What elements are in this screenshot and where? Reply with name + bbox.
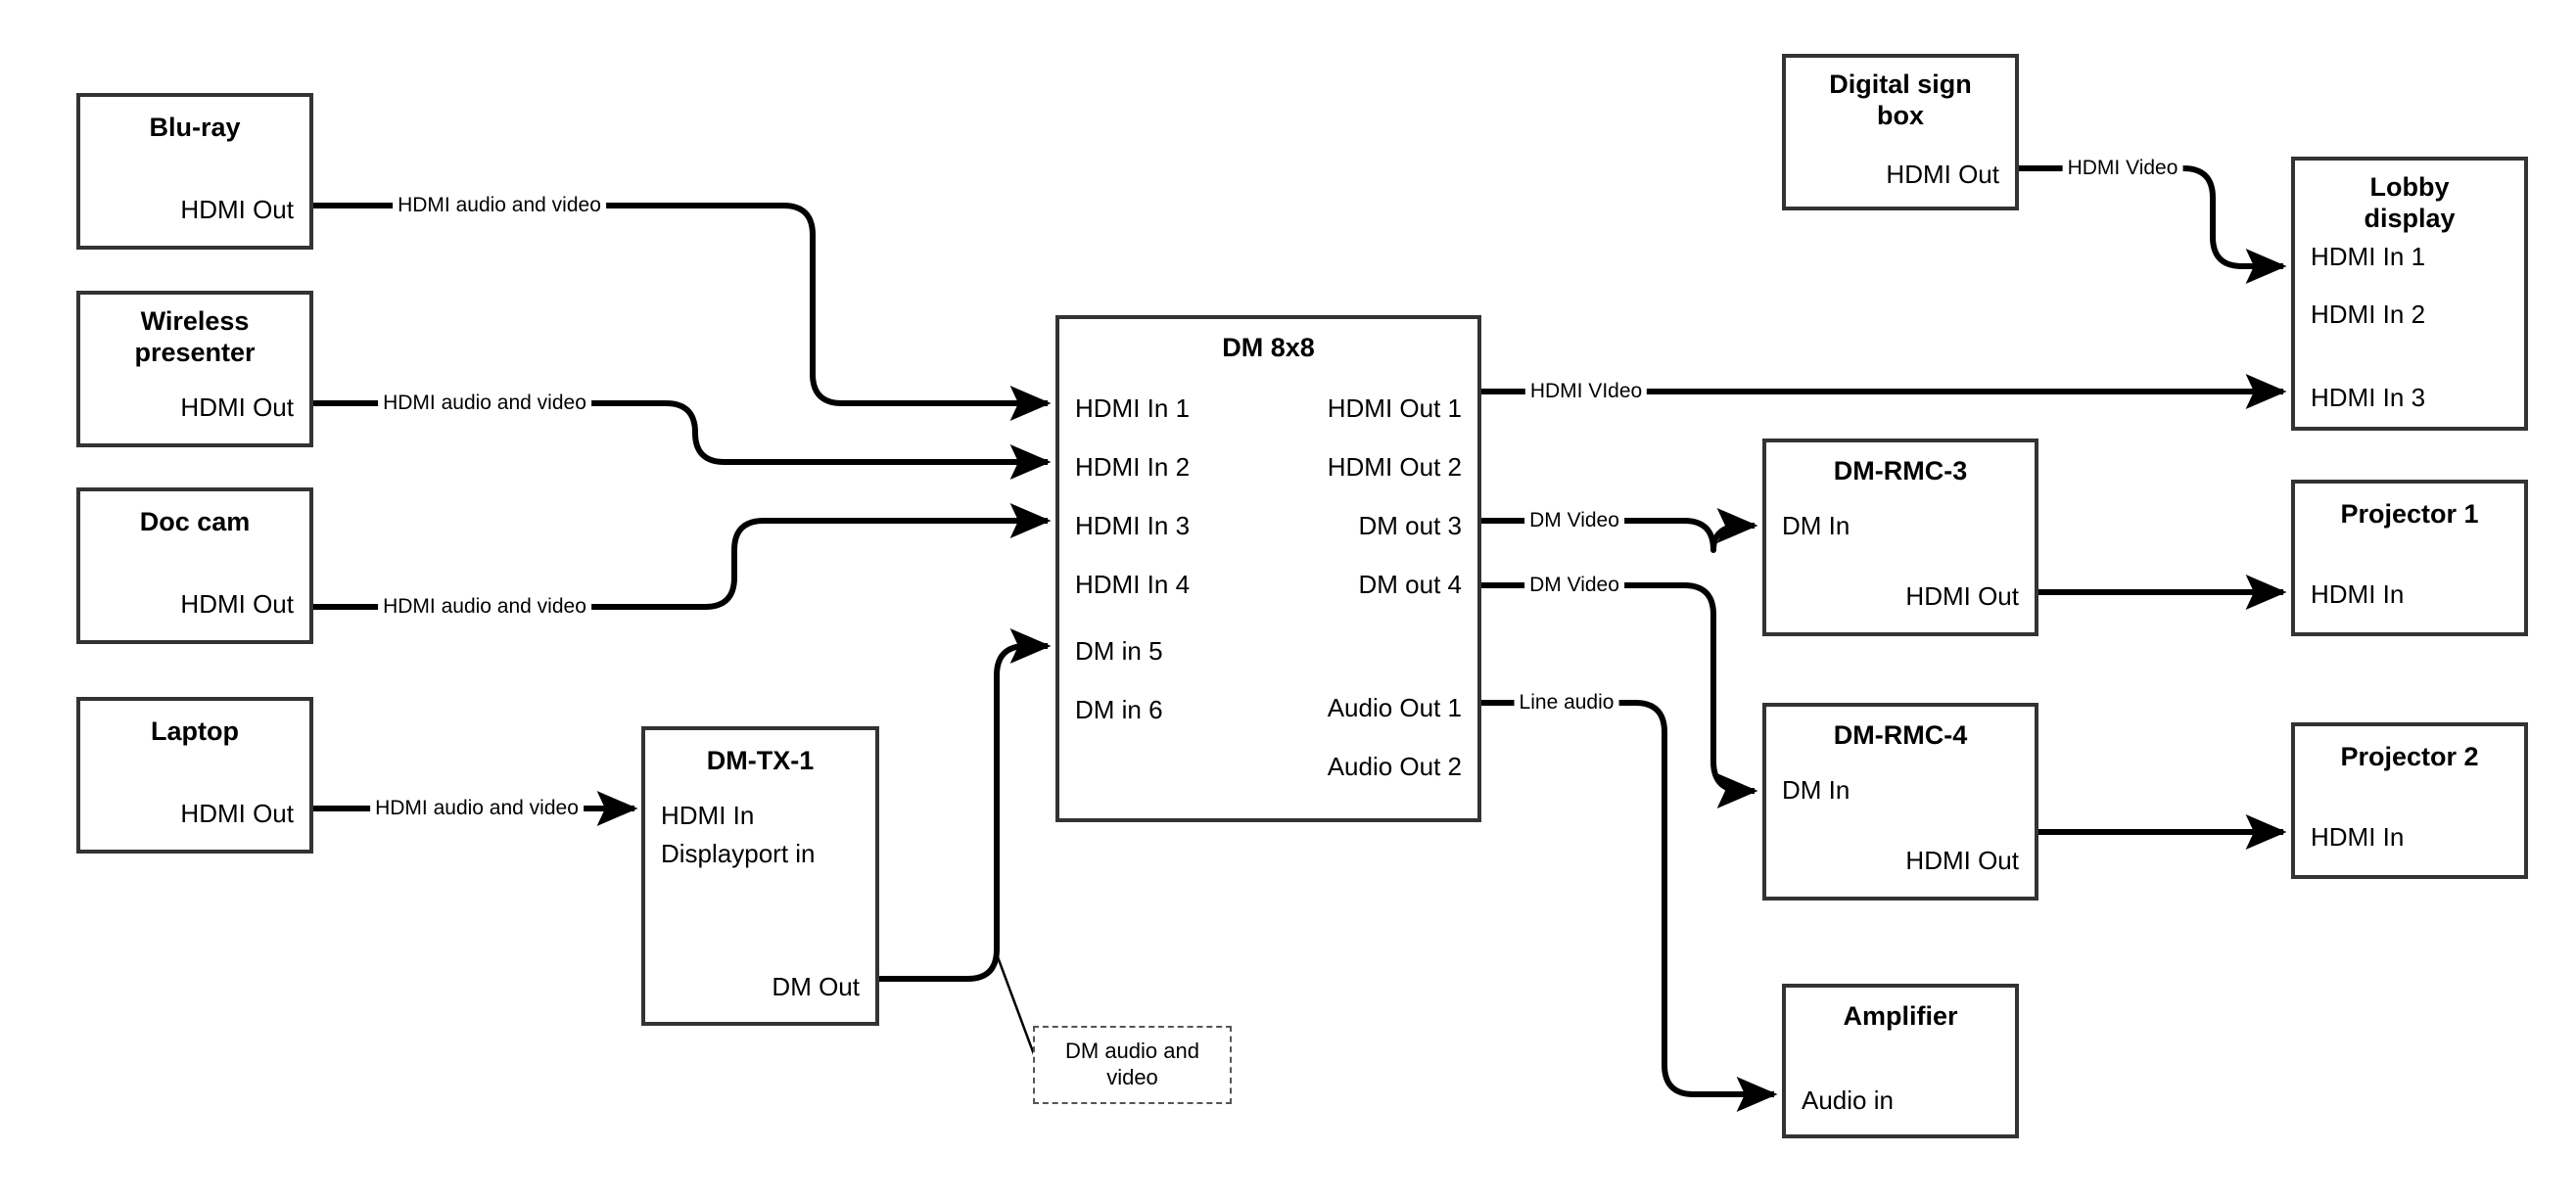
wire-dmtx1-to-dm8x8 (879, 628, 1052, 982)
port-dm8x8-audio-out-2: Audio Out 2 (1327, 752, 1462, 781)
wire-dm8x8-to-amplifier (1481, 700, 1778, 1112)
node-projector-2[interactable]: Projector 2 HDMI In (2291, 722, 2528, 879)
wire-doccam-to-dm8x8 (313, 503, 1052, 610)
port-dm8x8-hdmi-in-3: HDMI In 3 (1075, 511, 1191, 540)
wire-label-dm-video-out4: DM Video (1524, 574, 1624, 597)
node-projector-1-title: Projector 1 (2340, 499, 2479, 529)
port-dm8x8-hdmi-out-2: HDMI Out 2 (1327, 452, 1462, 482)
wire-wireless-to-dm8x8 (313, 400, 1052, 480)
node-dm-rmc-4-title: DM-RMC-4 (1833, 720, 1968, 750)
node-amplifier[interactable]: Amplifier Audio in (1782, 984, 2019, 1138)
port-dmtx1-hdmi-in: HDMI In (661, 801, 755, 830)
port-wireless-hdmi-out: HDMI Out (180, 393, 294, 422)
node-digital-sign-box[interactable]: Digital sign box HDMI Out (1782, 54, 2019, 210)
port-dmrmc3-dm-in: DM In (1782, 511, 1850, 540)
node-doc-cam-title: Doc cam (139, 507, 251, 536)
wire-bluray-to-dm8x8 (313, 203, 1052, 421)
node-laptop-title: Laptop (151, 716, 239, 746)
wire-label-hdmi-video-out1: HDMI VIdeo (1524, 380, 1648, 403)
port-dmrmc3-hdmi-out: HDMI Out (1905, 581, 2019, 611)
node-doc-cam[interactable]: Doc cam HDMI Out (76, 487, 313, 644)
wire-signbox-to-lobby (2019, 165, 2287, 284)
port-dm8x8-dm-in-5: DM in 5 (1075, 636, 1163, 666)
node-wireless-presenter-title: Wireless presenter (134, 306, 256, 367)
node-lobby-display-title: Lobby display (2364, 172, 2456, 233)
node-dm-tx-1-title: DM-TX-1 (706, 746, 815, 775)
port-dm8x8-hdmi-in-1: HDMI In 1 (1075, 393, 1191, 423)
port-lobby-hdmi-in-2: HDMI In 2 (2311, 300, 2426, 329)
port-dm8x8-hdmi-in-4: HDMI In 4 (1075, 570, 1191, 599)
wire-dm8x8-to-dmrmc4 (1481, 582, 1758, 808)
callout-dm-audio-and-video: DM audio and video (1033, 1026, 1232, 1104)
node-dm-rmc-3[interactable]: DM-RMC-3 DM In HDMI Out (1762, 439, 2038, 636)
port-dmtx1-dm-out: DM Out (772, 972, 860, 1001)
node-dm-rmc-3-title: DM-RMC-3 (1833, 456, 1968, 485)
node-laptop[interactable]: Laptop HDMI Out (76, 697, 313, 854)
wire-dm8x8-to-dmrmc3 (1481, 508, 1758, 553)
wire-label-line-audio: Line audio (1514, 691, 1619, 715)
port-lobby-hdmi-in-1: HDMI In 1 (2311, 242, 2426, 271)
port-bluray-hdmi-out: HDMI Out (180, 195, 294, 224)
node-projector-1[interactable]: Projector 1 HDMI In (2291, 480, 2528, 636)
port-dmtx1-displayport-in: Displayport in (661, 839, 816, 868)
wire-label-laptop: HDMI audio and video (370, 797, 584, 820)
port-dm8x8-dm-out-3: DM out 3 (1358, 511, 1463, 540)
port-laptop-hdmi-out: HDMI Out (180, 799, 294, 828)
node-bluray[interactable]: Blu-ray HDMI Out (76, 93, 313, 250)
node-lobby-display[interactable]: Lobby display HDMI In 1 HDMI In 2 HDMI I… (2291, 157, 2528, 431)
wire-label-doccam: HDMI audio and video (378, 595, 591, 619)
port-dmrmc4-hdmi-out: HDMI Out (1905, 846, 2019, 875)
port-dmrmc4-dm-in: DM In (1782, 775, 1850, 805)
port-amplifier-audio-in: Audio in (1802, 1086, 1894, 1115)
node-digital-sign-box-title: Digital sign box (1829, 69, 1972, 130)
wire-label-bluray: HDMI audio and video (393, 194, 606, 217)
node-projector-2-title: Projector 2 (2340, 742, 2479, 771)
node-dm-rmc-4[interactable]: DM-RMC-4 DM In HDMI Out (1762, 703, 2038, 901)
port-signbox-hdmi-out: HDMI Out (1886, 160, 1999, 189)
node-amplifier-title: Amplifier (1843, 1001, 1958, 1031)
port-dm8x8-audio-out-1: Audio Out 1 (1327, 693, 1462, 722)
port-dm8x8-dm-out-4: DM out 4 (1358, 570, 1463, 599)
port-dm8x8-dm-in-6: DM in 6 (1075, 695, 1163, 724)
node-dm-8x8[interactable]: DM 8x8 HDMI In 1 HDMI In 2 HDMI In 3 HDM… (1055, 315, 1481, 822)
node-bluray-title: Blu-ray (149, 113, 241, 142)
node-dm-8x8-title: DM 8x8 (1222, 333, 1315, 362)
wire-label-wireless: HDMI audio and video (378, 392, 591, 415)
wire-label-hdmi-video-signbox: HDMI Video (2062, 157, 2183, 180)
port-doccam-hdmi-out: HDMI Out (180, 589, 294, 619)
wire-label-dm-video-out3: DM Video (1524, 509, 1624, 532)
node-wireless-presenter[interactable]: Wireless presenter HDMI Out (76, 291, 313, 447)
port-lobby-hdmi-in-3: HDMI In 3 (2311, 383, 2426, 412)
port-projector1-hdmi-in: HDMI In (2311, 579, 2405, 609)
node-dm-tx-1[interactable]: DM-TX-1 HDMI In Displayport in DM Out (641, 726, 879, 1026)
port-projector2-hdmi-in: HDMI In (2311, 822, 2405, 852)
port-dm8x8-hdmi-out-1: HDMI Out 1 (1327, 393, 1462, 423)
callout-leader-line (995, 953, 1040, 1066)
port-dm8x8-hdmi-in-2: HDMI In 2 (1075, 452, 1191, 482)
